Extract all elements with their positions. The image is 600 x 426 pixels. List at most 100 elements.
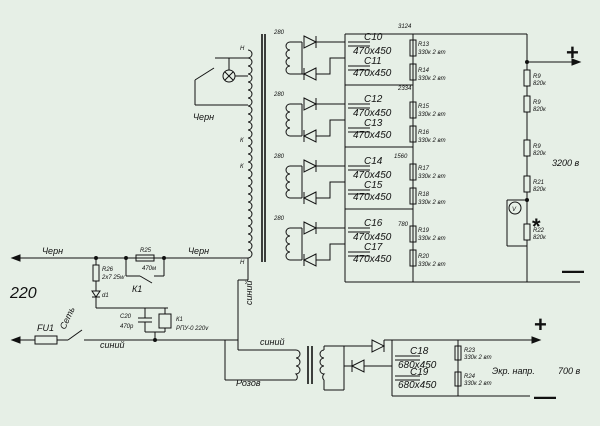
resistor-r9b (523, 95, 531, 113)
c18-value: 680x450 (398, 360, 437, 371)
stage-2: 280 С12 470x450 С13 470x450 R15 330к 2 в… (273, 85, 446, 160)
cap-bot-value: 470x450 (353, 130, 392, 141)
c20-label: С20 (120, 314, 132, 320)
cap-bot-label: С11 (364, 56, 382, 67)
screen-plus-sign: + (534, 312, 547, 337)
r24-label: R24 (464, 374, 476, 380)
c20-value: 470р (120, 324, 134, 330)
screen-voltage-name: Экр. напр. (492, 366, 535, 376)
screen-voltage-value: 700 в (558, 366, 581, 376)
stage-4: 280 С16 470x450 С17 470x450 R19 330к 2 в… (273, 209, 446, 282)
cap-top-label: С16 (364, 218, 383, 229)
r9c-value: 820к (533, 151, 547, 157)
r22-value: 820к (533, 235, 547, 241)
r-top-label: R13 (418, 42, 430, 48)
r23-label: R23 (464, 348, 476, 354)
resistor (409, 39, 417, 57)
resistor-r23 (454, 345, 462, 361)
screen-voltage-supply: синий Розов + С18 680x450 С19 680x450 R2… (224, 312, 581, 409)
secondary-winding (285, 41, 291, 75)
cap-bot-label: С15 (364, 180, 383, 191)
mains-switch (67, 329, 83, 341)
r26-value: 2x7 25w (101, 275, 125, 281)
arrow-left-icon (10, 254, 21, 262)
r-bot-label: R20 (418, 254, 430, 260)
tap-bot-label: 2334 (397, 86, 412, 92)
diode (303, 221, 318, 235)
wire-pink-label: Розов (236, 378, 261, 388)
fuse-label: FU1 (37, 323, 54, 333)
r-top-label: R15 (418, 104, 430, 110)
secondary-winding (285, 165, 291, 199)
diode (303, 35, 318, 49)
tap-k-1: К (240, 138, 244, 144)
r-top-label: R17 (418, 166, 430, 172)
r22-label: R22 (533, 228, 545, 234)
r25-label: R25 (140, 248, 152, 254)
r-top-value: 330к 2 вт (418, 174, 446, 180)
r9a-label: R9 (533, 74, 541, 80)
soft-start-circuit: R26 2x7 25w d1 R25 470м К1 С20 470р (91, 248, 209, 342)
diode (302, 67, 317, 81)
r-bot-value: 330к 2 вт (418, 138, 446, 144)
cap-bot-value: 470x450 (353, 254, 392, 265)
relay-k1-coil (158, 313, 172, 329)
r-top-value: 330к 2 вт (418, 50, 446, 56)
resistor-r22 (523, 223, 531, 241)
cap-top-label: С14 (364, 156, 383, 167)
tap-k-2: К (240, 164, 244, 170)
voltmeter-icon (508, 201, 522, 215)
k1-coil-label: К1 (176, 317, 183, 323)
cap-bot-value: 470x450 (353, 68, 392, 79)
mains-input: 220 Черн Черн FU1 Сеть синий (9, 246, 248, 350)
tap-n-top: Н (240, 46, 245, 52)
c19-label: С19 (410, 367, 429, 378)
relay-k1-contact (139, 275, 153, 284)
r-top-value: 330к 2 вт (418, 112, 446, 118)
wire-blue-bottom-label: синий (100, 340, 124, 350)
r-bot-label: R16 (418, 130, 430, 136)
r21-value: 820к (533, 187, 547, 193)
diode-label: d1 (102, 293, 109, 299)
k1-type-label: РПУ-0 220v (176, 326, 209, 332)
resistor (409, 63, 417, 81)
arrow-right-icon (571, 58, 582, 66)
hv-voltage-label: 3200 в (552, 158, 580, 168)
resistor-r26 (92, 264, 100, 282)
secondary-winding (285, 227, 291, 261)
c18-label: С18 (410, 346, 429, 357)
stage-1-secondary-label: 280 (273, 30, 285, 36)
k1-contact-label: К1 (132, 284, 142, 294)
resistor-r25 (135, 254, 155, 262)
primary-winding (247, 49, 253, 259)
cap-bot-label: С17 (364, 242, 383, 253)
arrow-right-icon (531, 336, 542, 344)
resistor (409, 163, 417, 181)
mains-voltage-label: 220 (9, 285, 37, 302)
tap-top-label: 3124 (398, 24, 412, 30)
stage-4-secondary-label: 280 (273, 216, 285, 222)
r24-value: 330к 2 вт (464, 381, 492, 387)
switch-label: Сеть (58, 305, 77, 331)
screen-minus-sign: — (534, 384, 556, 409)
main-transformer-primary: Черн Н К К Н синий (193, 34, 266, 350)
c19-value: 680x450 (398, 380, 437, 391)
cap-bot-label: С13 (364, 118, 383, 129)
resistor (409, 249, 417, 267)
diode (302, 191, 317, 205)
hv-minus-sign: — (562, 258, 584, 283)
cap-bot-value: 470x450 (353, 192, 392, 203)
r23-value: 330к 2 вт (464, 355, 492, 361)
resistor (409, 125, 417, 143)
top-switch (194, 67, 215, 81)
diode (303, 97, 318, 111)
r9c-label: R9 (533, 144, 541, 150)
r-top-label: R19 (418, 228, 430, 234)
diode (303, 159, 318, 173)
r25-value: 470м (142, 266, 156, 272)
stage-3-secondary-label: 280 (273, 154, 285, 160)
tap-bot-label: 1560 (394, 154, 408, 160)
diode (350, 359, 365, 373)
r-bot-value: 330к 2 вт (418, 200, 446, 206)
resistor-r9a (523, 69, 531, 87)
